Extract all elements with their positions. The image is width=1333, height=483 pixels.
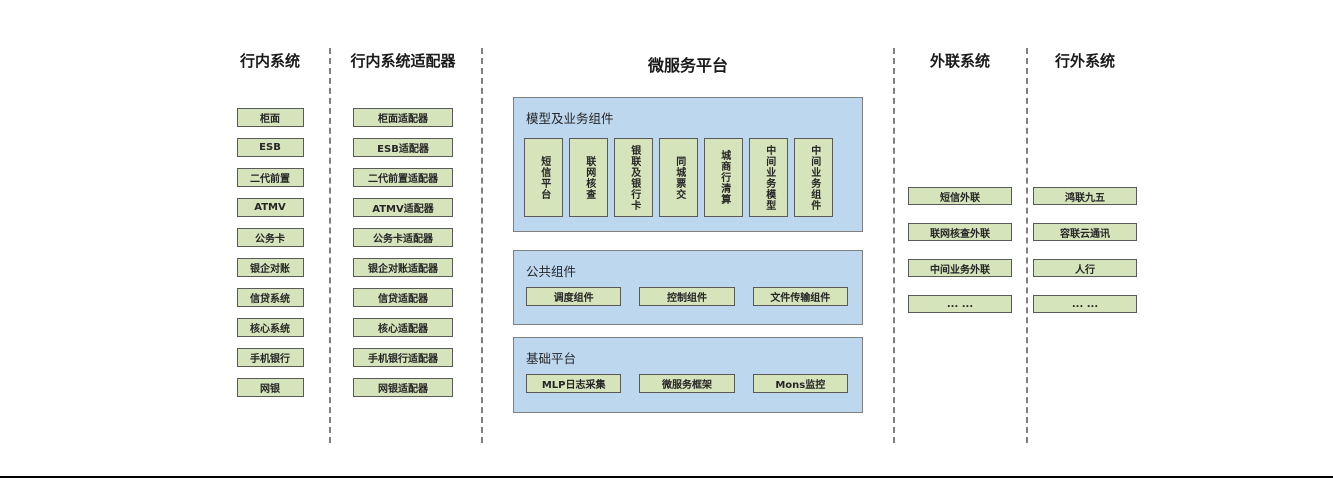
component-box-vertical: 联网核查 (569, 138, 608, 217)
column-external-systems: 行外系统 鸿联九五容联云通讯人行 ... ... (1020, 50, 1150, 331)
column-divider-2 (481, 48, 483, 443)
panel-model-business-components: 模型及业务组件 短信平台联网核查银联及银行卡同城票交城商行清算中间业务模型中间业… (513, 97, 863, 232)
system-box: 手机银行 (236, 348, 304, 367)
adapter-box: 二代前置适配器 (353, 168, 453, 187)
bottom-border-line (0, 476, 1333, 478)
panel-base-platform: 基础平台 MLP日志采集微服务框架 Mons监控 (513, 337, 863, 413)
outreach-systems-list: 短信外联联网核查外联中间业务外联 ... ... (895, 187, 1025, 313)
system-box: 柜面 (236, 108, 304, 127)
component-box: 控制组件 (639, 287, 735, 306)
column-divider-4 (1026, 48, 1028, 443)
adapter-box: 银企对账适配器 (353, 258, 453, 277)
base-platform-list: MLP日志采集微服务框架 Mons监控 (526, 374, 848, 393)
external-box: 容联云通讯 (1033, 223, 1137, 241)
internal-systems-list: 柜面 ESB 二代前置 ATMV 公务卡银企对账信贷系统核心系统手机银行网银 (203, 108, 337, 397)
component-box-vertical: 银联及银行卡 (614, 138, 653, 217)
column-title-internal-adapters: 行内系统适配器 (350, 52, 456, 70)
adapter-box: 信贷适配器 (353, 288, 453, 307)
panel-label-model: 模型及业务组件 (526, 111, 614, 126)
panel-common-components: 公共组件 调度组件控制组件文件传输组件 (513, 250, 863, 325)
component-box: 调度组件 (526, 287, 622, 306)
adapter-box: 手机银行适配器 (353, 348, 453, 367)
component-box-vertical: 短信平台 (524, 138, 563, 217)
panel-label-common: 公共组件 (526, 264, 577, 279)
panel-label-base: 基础平台 (526, 351, 577, 366)
adapter-box: 公务卡适配器 (353, 228, 453, 247)
outreach-box: 短信外联 (908, 187, 1012, 205)
component-box: 微服务框架 (639, 374, 735, 393)
platform-title: 微服务平台 (647, 56, 728, 75)
component-box-vertical: 同城票交 (659, 138, 698, 217)
component-box: MLP日志采集 (526, 374, 622, 393)
external-systems-list: 鸿联九五容联云通讯人行 ... ... (1020, 187, 1150, 313)
adapter-box: 核心适配器 (353, 318, 453, 337)
column-title-external-systems: 行外系统 (1054, 52, 1115, 70)
system-box: ESB (236, 138, 304, 157)
component-box: 文件传输组件 (752, 287, 848, 306)
column-outreach-systems: 外联系统 短信外联联网核查外联中间业务外联 ... ... (895, 50, 1025, 331)
adapter-box: ATMV适配器 (353, 198, 453, 217)
outreach-box: 中间业务外联 (908, 259, 1012, 277)
system-box: 银企对账 (236, 258, 304, 277)
external-box: ... ... (1033, 295, 1137, 313)
column-title-outreach-systems: 外联系统 (929, 52, 990, 70)
column-title-internal-systems: 行内系统 (239, 52, 300, 70)
component-box-vertical: 城商行清算 (704, 138, 743, 217)
model-components-list: 短信平台联网核查银联及银行卡同城票交城商行清算中间业务模型中间业务组件 (524, 138, 833, 217)
system-box: 公务卡 (236, 228, 304, 247)
outreach-box: 联网核查外联 (908, 223, 1012, 241)
system-box: 网银 (236, 378, 304, 397)
system-box: 核心系统 (236, 318, 304, 337)
system-box: 二代前置 (236, 168, 304, 187)
column-divider-1 (329, 48, 331, 443)
column-internal-systems: 行内系统 柜面 ESB 二代前置 ATMV 公务卡银企对账信贷系统核心系统手机银行网银 (203, 50, 337, 408)
microservice-platform: 微服务平台 模型及业务组件 短信平台联网核查银联及银行卡同城票交城商行清算中间业… (513, 0, 863, 460)
component-box: Mons监控 (752, 374, 848, 393)
component-box-vertical: 中间业务组件 (794, 138, 833, 217)
outreach-box: ... ... (908, 295, 1012, 313)
adapter-box: 网银适配器 (353, 378, 453, 397)
adapter-box: ESB适配器 (353, 138, 453, 157)
common-components-list: 调度组件控制组件文件传输组件 (526, 287, 848, 306)
column-divider-3 (893, 48, 895, 443)
external-box: 人行 (1033, 259, 1137, 277)
internal-adapters-list: 柜面适配器 ESB适配器二代前置适配器 ATMV适配器公务卡适配器银企对账适配器信贷… (343, 108, 463, 397)
adapter-box: 柜面适配器 (353, 108, 453, 127)
system-box: 信贷系统 (236, 288, 304, 307)
column-internal-adapters: 行内系统适配器 柜面适配器 ESB适配器二代前置适配器 ATMV适配器公务卡适配器银… (343, 50, 463, 408)
system-box: ATMV (236, 198, 304, 217)
external-box: 鸿联九五 (1033, 187, 1137, 205)
component-box-vertical: 中间业务模型 (749, 138, 788, 217)
